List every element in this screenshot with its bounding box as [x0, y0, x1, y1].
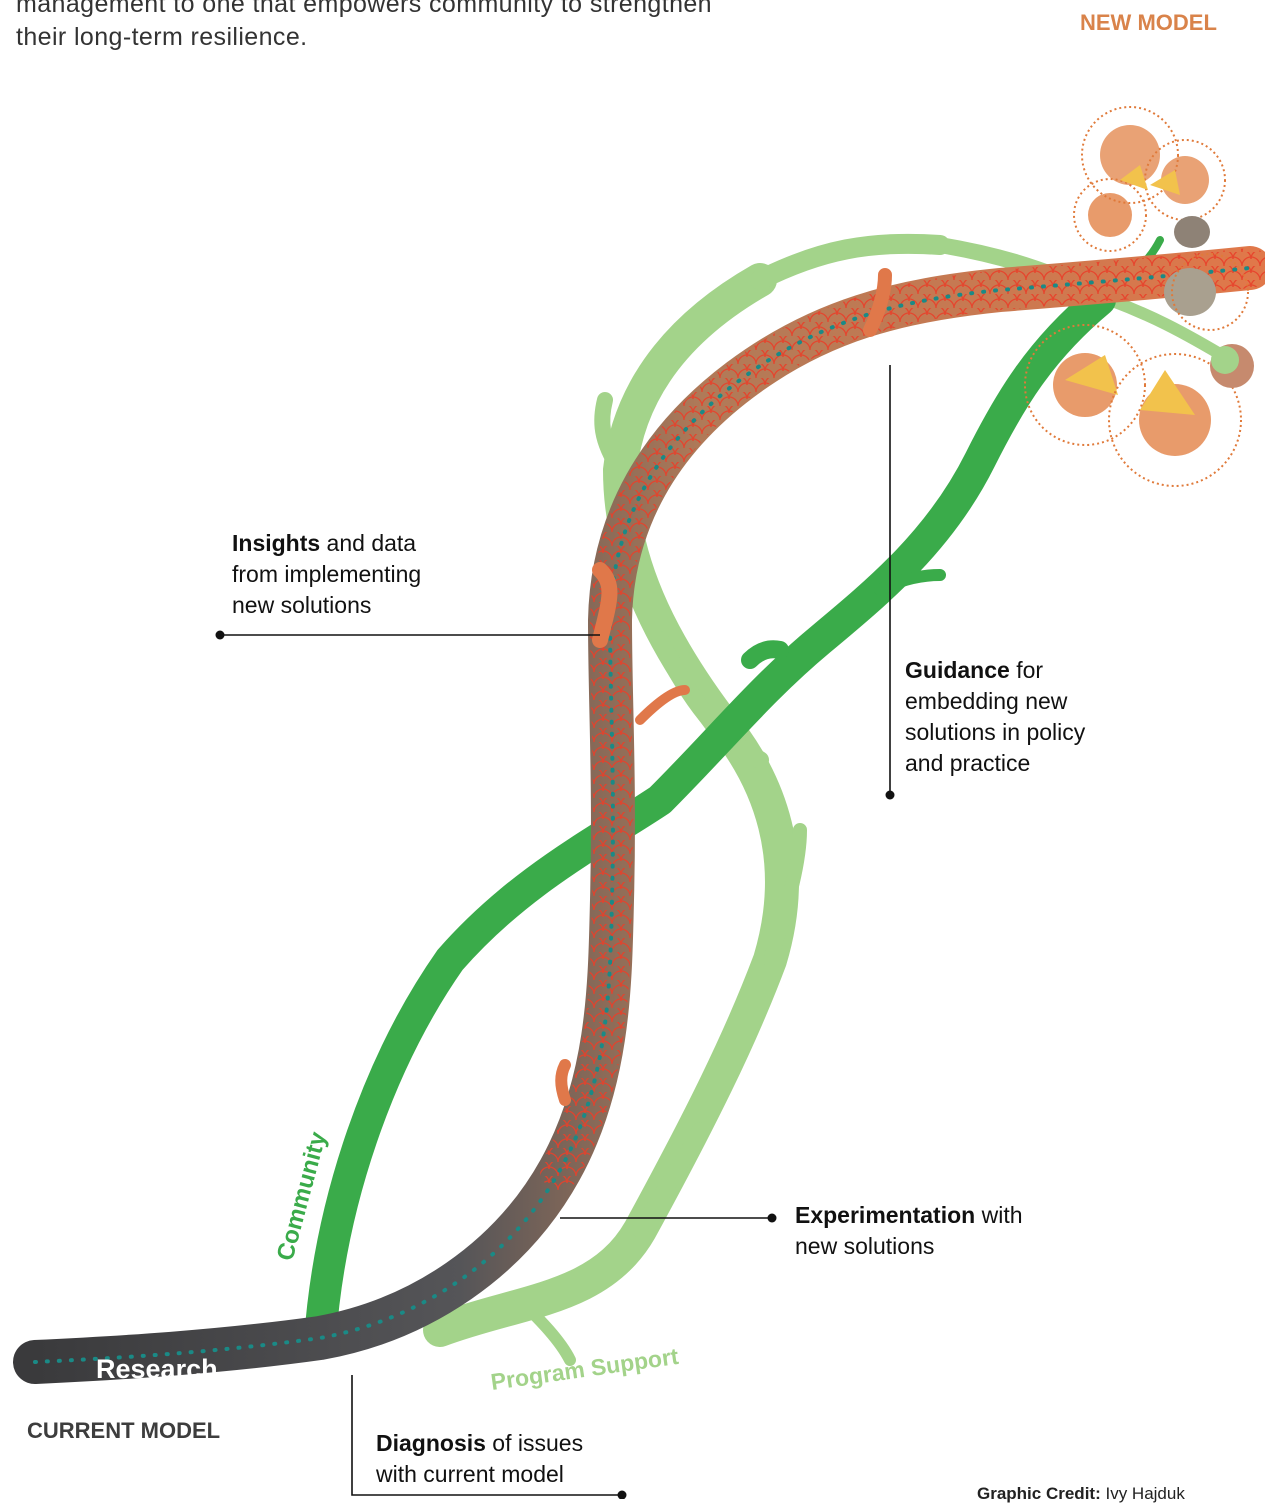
- credit-name: Ivy Hajduk: [1101, 1484, 1185, 1503]
- guidance-callout: Guidance for embedding new solutions in …: [905, 655, 1085, 779]
- program-support-branch-label: Program Support: [489, 1343, 680, 1395]
- diagnosis-rest: of issues: [486, 1430, 583, 1456]
- guidance-line-2: embedding new: [905, 686, 1085, 717]
- research-branch-label: Research: [96, 1354, 218, 1384]
- insights-line-2: from implementing: [232, 559, 421, 590]
- diagnosis-bold: Diagnosis: [376, 1430, 486, 1456]
- experimentation-line-2: new solutions: [795, 1231, 1023, 1262]
- guidance-line-4: and practice: [905, 748, 1085, 779]
- insights-rest: and data: [320, 530, 416, 556]
- guidance-rest: for: [1010, 657, 1043, 683]
- credit-bold: Graphic Credit:: [977, 1484, 1101, 1503]
- graphic-credit: Graphic Credit: Ivy Hajduk: [977, 1484, 1185, 1504]
- diagnosis-callout: Diagnosis of issues with current model: [376, 1428, 583, 1490]
- guidance-bold: Guidance: [905, 657, 1010, 683]
- experimentation-bold: Experimentation: [795, 1202, 975, 1228]
- experimentation-rest: with: [975, 1202, 1022, 1228]
- guidance-line-3: solutions in policy: [905, 717, 1085, 748]
- insights-callout: Insights and data from implementing new …: [232, 528, 421, 621]
- insights-line-3: new solutions: [232, 590, 421, 621]
- experimentation-callout: Experimentation with new solutions: [795, 1200, 1023, 1262]
- current-model-label: CURRENT MODEL: [27, 1418, 220, 1444]
- diagnosis-line-2: with current model: [376, 1459, 583, 1490]
- insights-bold: Insights: [232, 530, 320, 556]
